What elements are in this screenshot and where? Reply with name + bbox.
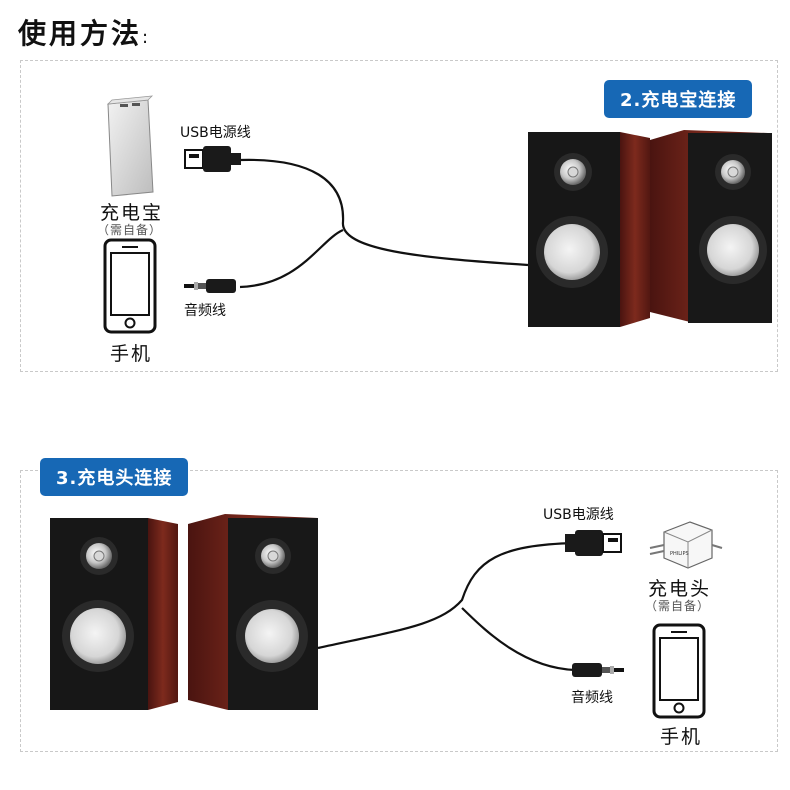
phone-label: 手机	[660, 726, 703, 748]
charger-label: 充电头	[648, 578, 712, 600]
audio-cable-2	[461, 607, 576, 672]
phone-icon	[652, 623, 706, 719]
audio-cable-label: 音频线	[571, 690, 613, 706]
usb-plug-icon	[184, 146, 241, 172]
charger-note: （需自备）	[645, 599, 711, 613]
audio-cable-label: 音频线	[184, 303, 226, 319]
charger-brand-text: PHILIPS	[670, 551, 689, 557]
audio-plug-icon	[184, 279, 236, 293]
usb-plug-icon	[565, 530, 622, 556]
page-title: 使用方法:	[18, 12, 148, 52]
section-badge-powerbank: 2.充电宝连接	[604, 80, 753, 118]
speaker-icon	[528, 130, 772, 327]
page-title-colon: :	[142, 27, 149, 48]
charger-icon: PHILIPS	[649, 521, 723, 569]
usb-cable-label: USB电源线	[543, 507, 614, 523]
audio-plug-icon	[572, 663, 624, 677]
section-badge-charger: 3.充电头连接	[40, 458, 189, 496]
page-title-text: 使用方法	[18, 17, 143, 50]
usb-cable-1	[239, 158, 529, 267]
audio-cable-1	[239, 228, 344, 289]
usb-cable-2	[317, 541, 576, 650]
phone-icon	[103, 238, 157, 334]
power-bank-label: 充电宝	[100, 202, 164, 224]
power-bank-note: （需自备）	[97, 223, 163, 237]
phone-label: 手机	[110, 343, 153, 365]
usb-cable-label: USB电源线	[180, 125, 251, 141]
power-bank-icon	[106, 95, 154, 197]
speaker-icon	[50, 514, 318, 710]
